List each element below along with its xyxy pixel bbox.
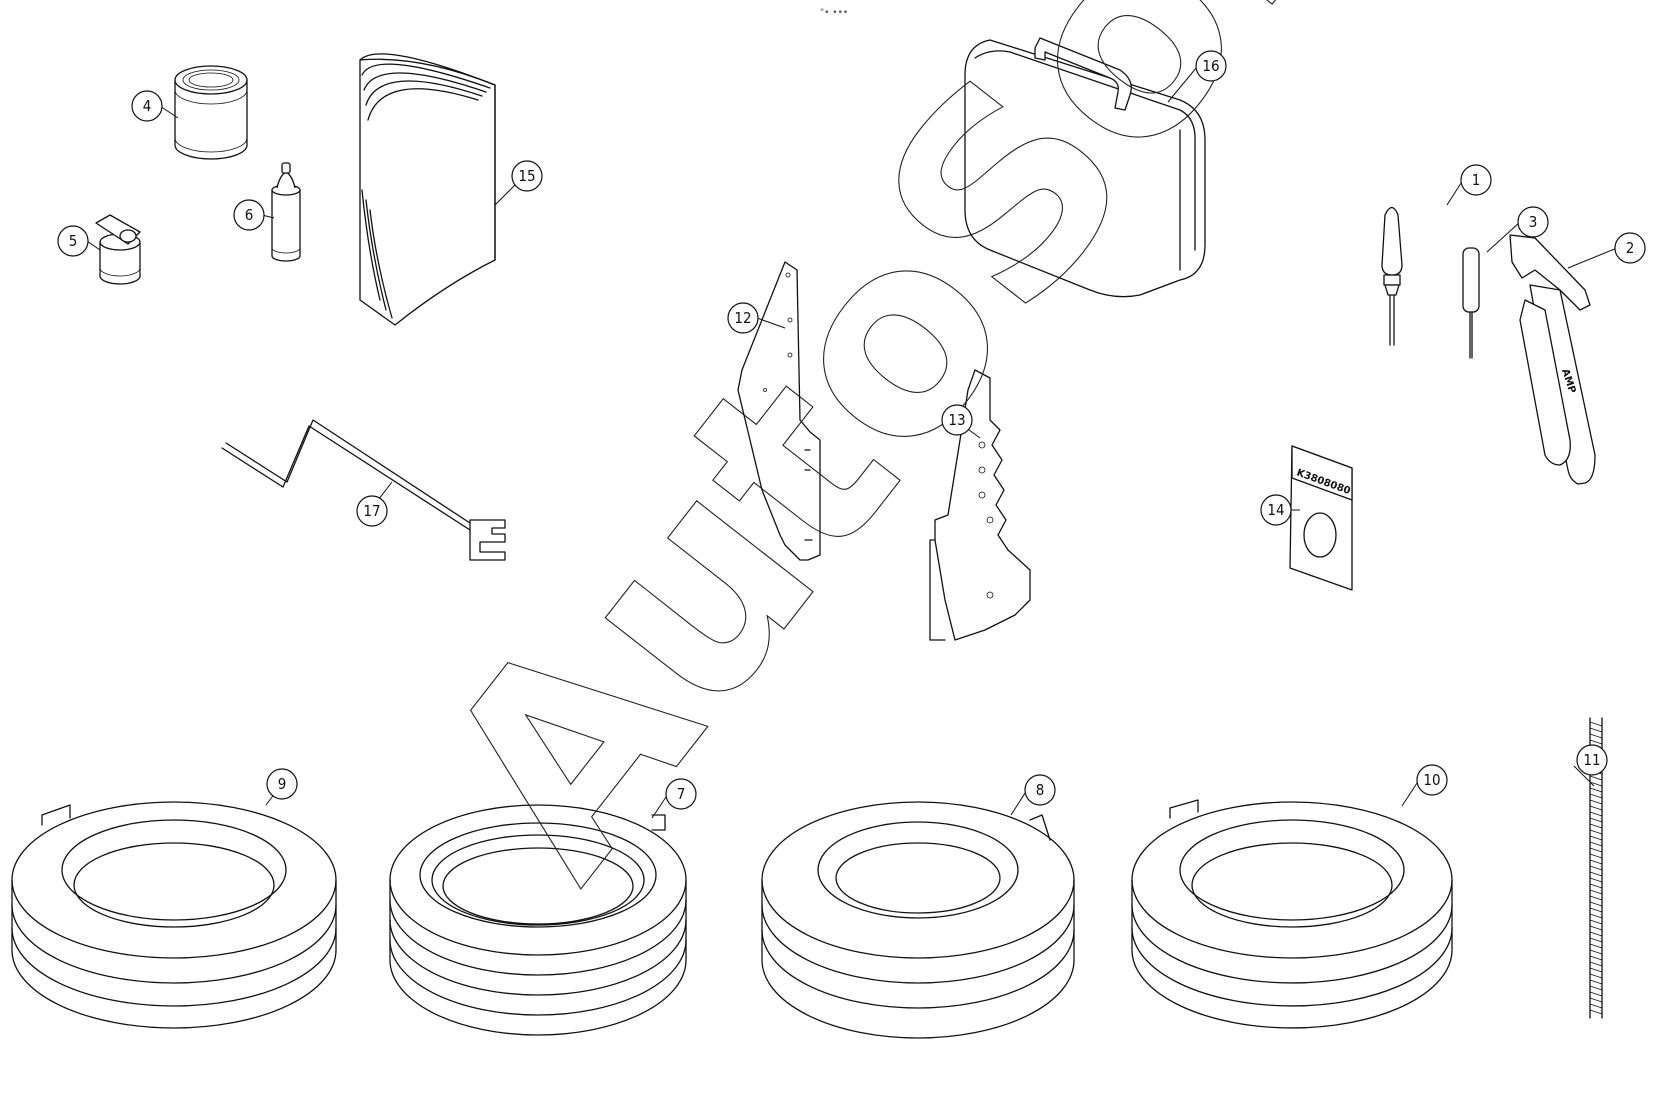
part-8-hose-coil — [761, 801, 1075, 1039]
callout-1: 1 — [1460, 164, 1492, 196]
callout-number: 7 — [677, 785, 686, 803]
part-3-pin-tool — [1462, 247, 1480, 359]
part-9-hose-coil — [11, 801, 337, 1029]
callout-circle — [1517, 206, 1549, 238]
part-10-hose-coil — [1131, 799, 1453, 1029]
callout-number: 16 — [1202, 57, 1219, 75]
part-16-carry-case — [964, 37, 1206, 298]
callout-4: 4 — [131, 90, 163, 122]
callout-circle — [1576, 744, 1608, 776]
callout-number: 6 — [245, 206, 254, 224]
callout-9: 9 — [266, 768, 298, 800]
callout-circle — [1024, 774, 1056, 806]
callout-number: 3 — [1529, 213, 1538, 231]
part-12-bracket — [737, 261, 821, 561]
callout-number: 12 — [734, 309, 751, 327]
part-2-crimping-tool: AMP — [1509, 234, 1596, 485]
callout-13: 13 — [941, 404, 973, 436]
callout-circle — [727, 302, 759, 334]
callout-10: 10 — [1416, 764, 1448, 796]
part-15-manual — [359, 53, 496, 326]
callout-16: 16 — [1195, 50, 1227, 82]
callout-17: 17 — [356, 495, 388, 527]
callout-number: 11 — [1583, 751, 1600, 769]
top-marker: "• ••• — [820, 8, 848, 18]
part-7-hose-coil — [389, 804, 687, 1036]
callout-2: 2 — [1614, 232, 1646, 264]
callout-circle — [233, 199, 265, 231]
callout-number: 13 — [948, 411, 965, 429]
callout-circle — [1195, 50, 1227, 82]
callout-circle — [266, 768, 298, 800]
callout-number: 8 — [1036, 781, 1045, 799]
callout-5: 5 — [57, 225, 89, 257]
callout-circle — [57, 225, 89, 257]
callout-3: 3 — [1517, 206, 1549, 238]
callout-circle — [131, 90, 163, 122]
part-4-paint-can — [174, 65, 248, 160]
callout-14: 14 — [1260, 494, 1292, 526]
callout-circle — [356, 495, 388, 527]
callout-number: 2 — [1626, 239, 1635, 257]
part-5-glue-tin — [95, 214, 141, 285]
part-13-slotted-bracket — [929, 369, 1031, 641]
part-17-hook-rod — [221, 419, 506, 561]
callout-circle — [511, 160, 543, 192]
part-1-screwdriver — [1381, 206, 1403, 346]
callout-6: 6 — [233, 199, 265, 231]
callout-7: 7 — [665, 778, 697, 810]
part-6-spray-can — [271, 162, 301, 262]
callout-number: 1 — [1472, 171, 1481, 189]
callout-number: 9 — [278, 775, 287, 793]
callout-15: 15 — [511, 160, 543, 192]
callout-number: 10 — [1423, 771, 1440, 789]
callout-11: 11 — [1576, 744, 1608, 776]
callout-8: 8 — [1024, 774, 1056, 806]
callout-number: 17 — [363, 502, 380, 520]
callout-circle — [941, 404, 973, 436]
callout-circle — [1614, 232, 1646, 264]
callout-number: 14 — [1267, 501, 1284, 519]
part-14-gauge-plate: K3808080 — [1289, 445, 1353, 591]
callout-number: 4 — [143, 97, 152, 115]
callout-circle — [1416, 764, 1448, 796]
callout-12: 12 — [727, 302, 759, 334]
callout-number: 5 — [69, 232, 78, 250]
callout-circle — [1260, 494, 1292, 526]
callout-number: 15 — [518, 167, 535, 185]
callout-circle — [665, 778, 697, 810]
callout-circle — [1460, 164, 1492, 196]
